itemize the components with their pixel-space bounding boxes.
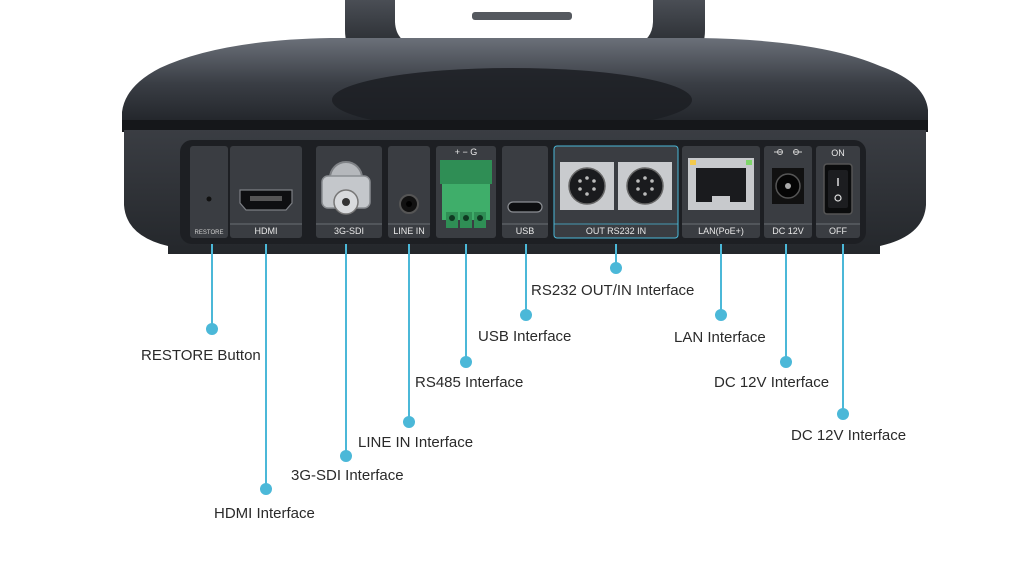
dc-label: DC 12V [772, 226, 804, 236]
lan-dot [715, 309, 727, 321]
line-in-callout: LINE IN Interface [358, 434, 474, 451]
rs232-port: OUT RS232 IN [553, 145, 679, 239]
hdmi-callout: HDMI Interface [214, 505, 315, 522]
restore-label: RESTORE [195, 230, 224, 236]
sdi-label: 3G-SDI [334, 226, 364, 236]
usb-port: USB [502, 146, 548, 238]
sdi-callout: 3G-SDI Interface [291, 467, 404, 484]
sdi-port: 3G-SDI [316, 146, 382, 238]
callout-dots [206, 262, 849, 495]
restore-port: RESTORE [190, 146, 228, 238]
usb-callout: USB Interface [478, 328, 572, 345]
switch-dot [837, 408, 849, 420]
usb-label: USB [516, 226, 535, 236]
rs485-dot [460, 356, 472, 368]
usb-dot [520, 309, 532, 321]
hdmi-dot [260, 483, 272, 495]
line-in-port: LINE IN [388, 146, 430, 238]
restore-dot [206, 323, 218, 335]
switch-off-label: OFF [829, 226, 847, 236]
line-in-label: LINE IN [393, 226, 425, 236]
dc-dot [780, 356, 792, 368]
rs232-callout: RS232 OUT/IN Interface [531, 282, 695, 299]
hdmi-label: HDMI [255, 226, 278, 236]
hdmi-port: HDMI [230, 146, 302, 238]
line-in-dot [403, 416, 415, 428]
rs485-callout: RS485 Interface [415, 374, 524, 391]
callout-lines [211, 244, 844, 489]
dc-callout: DC 12V Interface [714, 374, 830, 391]
lan-port: LAN(PoE+) [682, 146, 760, 238]
restore-callout: RESTORE Button [141, 347, 261, 364]
switch-callout: DC 12V Interface [791, 427, 907, 444]
lan-callout: LAN Interface [674, 329, 766, 346]
rs485-port: + − G [436, 146, 496, 238]
power-switch: ON OFF [816, 146, 860, 238]
rs232-dot [610, 262, 622, 274]
sdi-dot [340, 450, 352, 462]
device-top-cover [122, 38, 928, 132]
dc-port: DC 12V [764, 146, 812, 238]
lan-label: LAN(PoE+) [698, 226, 744, 236]
rs232-label: OUT RS232 IN [586, 226, 646, 236]
rs485-polarity-label: + − G [455, 147, 478, 157]
switch-on-label: ON [831, 148, 845, 158]
